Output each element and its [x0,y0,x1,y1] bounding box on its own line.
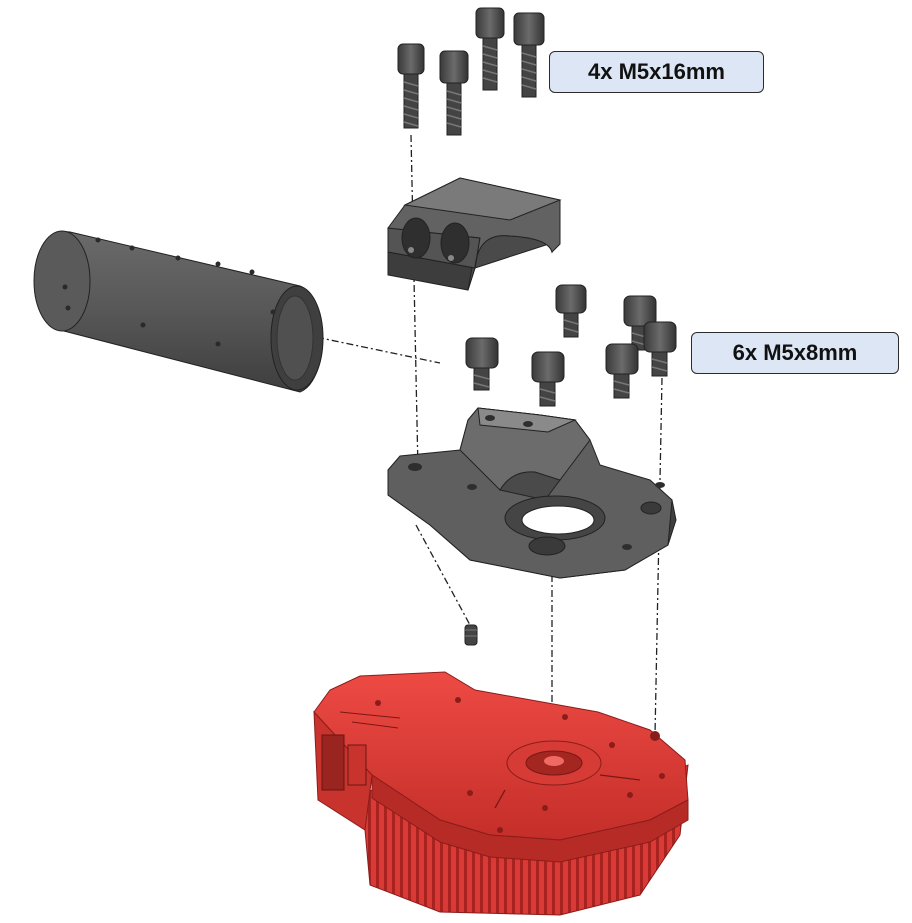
m5x8-screw [531,351,565,407]
m5x8-screw [605,343,639,399]
m5x16-quantity-callout: 4x M5x16mm [549,51,764,93]
set-screw [464,624,478,646]
m5x8-screw [643,321,677,377]
m5x16-screw [513,12,545,98]
red-motor-actuator [313,671,689,916]
tube [33,230,324,393]
m5x8-quantity-callout: 6x M5x8mm [691,332,899,374]
bottom-clamp-mount [387,407,677,579]
m5x16-screw [397,43,425,129]
m5x16-screw [439,50,469,136]
top-clamp [387,177,562,291]
m5x16-screw [475,7,505,91]
m5x16-screw-group [397,7,545,136]
m5x8-screw [465,337,499,391]
m5x8-screw-group [465,284,677,407]
m5x8-screw [555,284,587,338]
